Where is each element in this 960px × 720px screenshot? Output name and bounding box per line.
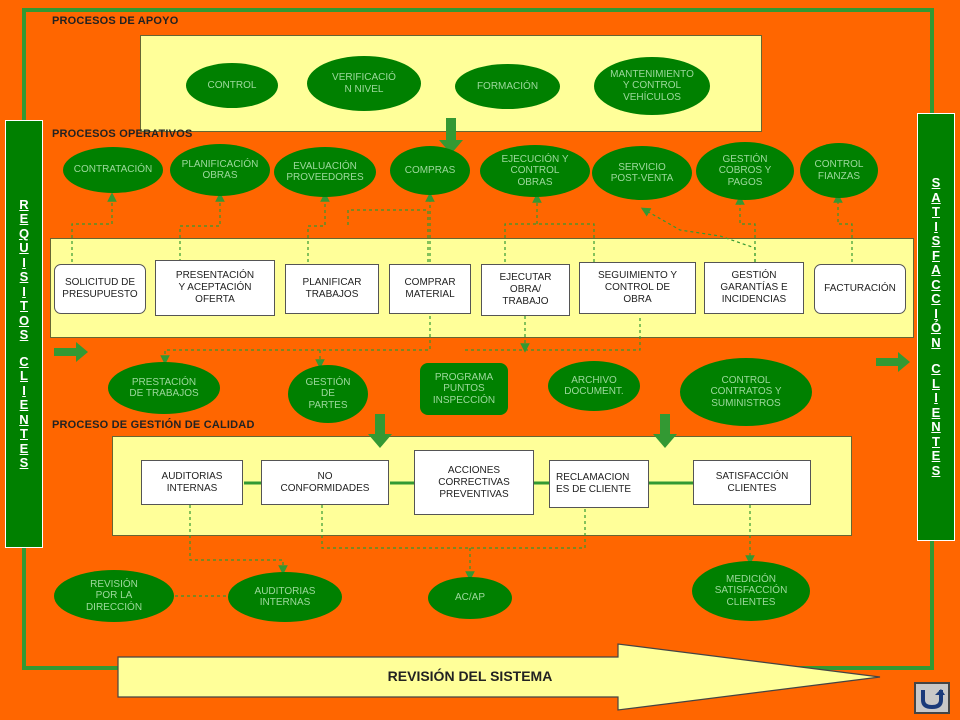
box-reclamaciones-cliente: RECLAMACION ES DE CLIENTE	[549, 460, 649, 508]
bar-letter: C	[931, 276, 941, 292]
revision-sistema-label: REVISIÓN DEL SISTEMA	[387, 668, 553, 684]
bar-letter: I	[22, 382, 26, 398]
oval-mantenimiento: MANTENIMIENTO Y CONTROL VEHÍCULOS	[594, 57, 710, 115]
box-ejecutar-obra: EJECUTAR OBRA/ TRABAJO	[481, 264, 570, 316]
bar-letter: T	[20, 298, 28, 313]
oval-ejecucion-control-obras: EJECUCIÓN Y CONTROL OBRAS	[480, 145, 590, 197]
oval-control-contratos-suministros: CONTROL CONTRATOS Y SUMINISTROS	[680, 358, 812, 426]
box-no-conformidades: NO CONFORMIDADES	[261, 460, 389, 505]
oval-planificacion-obras: PLANIFICACIÓN OBRAS	[170, 144, 270, 196]
box-presentacion-oferta: PRESENTACIÓN Y ACEPTACIÓN OFERTA	[155, 260, 275, 316]
bar-letter: U	[19, 240, 29, 255]
oval-revision-direccion: REVISIÓN POR LA DIRECCIÓN	[54, 570, 174, 622]
bar-letter: I	[22, 254, 26, 270]
box-auditorias-internas: AUDITORIAS INTERNAS	[141, 460, 243, 505]
oval-formacion: FORMACIÓN	[455, 64, 560, 109]
bar-letter: L	[932, 375, 940, 391]
bar-letter: S	[931, 462, 941, 478]
bar-letter: A	[931, 262, 941, 277]
oval-gestion-cobros-pagos: GESTIÓN COBROS Y PAGOS	[696, 142, 794, 200]
bar-letter: T	[20, 426, 28, 441]
bar-letter: S	[19, 455, 29, 470]
oval-programa-puntos-inspeccion: PROGRAMA PUNTOS INSPECCIÓN	[420, 363, 508, 415]
u-turn-back-button[interactable]	[914, 682, 950, 714]
bar-letter: F	[932, 247, 940, 263]
bar-letter: E	[19, 211, 29, 226]
box-acciones-correctivas: ACCIONES CORRECTIVAS PREVENTIVAS	[414, 450, 534, 515]
bar-letter: S	[931, 233, 941, 248]
box-comprar-material: COMPRAR MATERIAL	[389, 264, 471, 314]
bar-letter: E	[931, 404, 941, 420]
bar-letter: S	[931, 175, 941, 190]
bar-letter: I	[934, 305, 938, 321]
oval-medicion-satisfaccion: MEDICIÓN SATISFACCIÓN CLIENTES	[692, 561, 810, 621]
bar-letter: E	[931, 448, 941, 463]
section-title-calidad: PROCESO DE GESTIÓN DE CALIDAD	[52, 419, 255, 431]
oval-control: CONTROL	[186, 63, 278, 108]
bar-letter: S	[19, 327, 29, 342]
box-gestion-garantias: GESTIÓN GARANTÍAS E INCIDENCIAS	[704, 262, 804, 314]
bar-letter: I	[934, 218, 938, 234]
oval-verificacion-nivel: VERIFICACIÓ N NIVEL	[307, 56, 421, 111]
oval-evaluacion-proveedores: EVALUACIÓN PROVEEDORES	[274, 147, 376, 197]
box-planificar-trabajos: PLANIFICAR TRABAJOS	[285, 264, 379, 314]
bar-letter: T	[932, 204, 940, 219]
bar-letter: R	[19, 196, 29, 212]
oval-compras: COMPRAS	[390, 146, 470, 195]
bar-letter: L	[20, 368, 28, 383]
bar-letter: Q	[18, 225, 30, 241]
section-title-apoyo: PROCESOS DE APOYO	[52, 15, 179, 27]
box-facturacion: FACTURACIÓN	[814, 264, 906, 314]
oval-auditorias-internas: AUDITORIAS INTERNAS	[228, 572, 342, 622]
oval-ac-ap: AC/AP	[428, 577, 512, 619]
oval-archivo-document: ARCHIVO DOCUMENT.	[548, 361, 640, 411]
box-seguimiento-control-obra: SEGUIMIENTO Y CONTROL DE OBRA	[579, 262, 696, 314]
bar-letter: T	[932, 433, 940, 449]
box-solicitud-presupuesto: SOLICITUD DE PRESUPUESTO	[54, 264, 146, 314]
bar-letter: I	[22, 283, 26, 299]
oval-gestion-partes: GESTIÓN DE PARTES	[288, 365, 368, 423]
oval-contratacion: CONTRATACIÓN	[63, 147, 163, 193]
oval-prestacion-trabajos: PRESTACIÓN DE TRABAJOS	[108, 362, 220, 414]
bar-letter: I	[934, 390, 938, 405]
oval-servicio-post-venta: SERVICIO POST-VENTA	[592, 146, 692, 200]
bar-letter: C	[19, 353, 29, 369]
bar-letter: S	[19, 269, 29, 284]
section-title-operativos: PROCESOS OPERATIVOS	[52, 128, 193, 140]
bar-letter: Ó	[930, 320, 942, 335]
bar-letter: N	[931, 334, 941, 350]
bar-letter: C	[931, 361, 941, 376]
oval-control-fianzas: CONTROL FIANZAS	[800, 143, 878, 198]
bar-letter: E	[19, 397, 29, 412]
bar-letter: E	[19, 440, 29, 456]
bar-letter: N	[931, 419, 941, 434]
bar-letter: C	[931, 291, 941, 306]
bar-letter: A	[931, 189, 941, 205]
u-turn-back-icon	[921, 689, 945, 710]
bar-letter: N	[19, 411, 29, 427]
bar-letter: O	[18, 312, 30, 328]
box-satisfaccion-clientes: SATISFACCIÓN CLIENTES	[693, 460, 811, 505]
